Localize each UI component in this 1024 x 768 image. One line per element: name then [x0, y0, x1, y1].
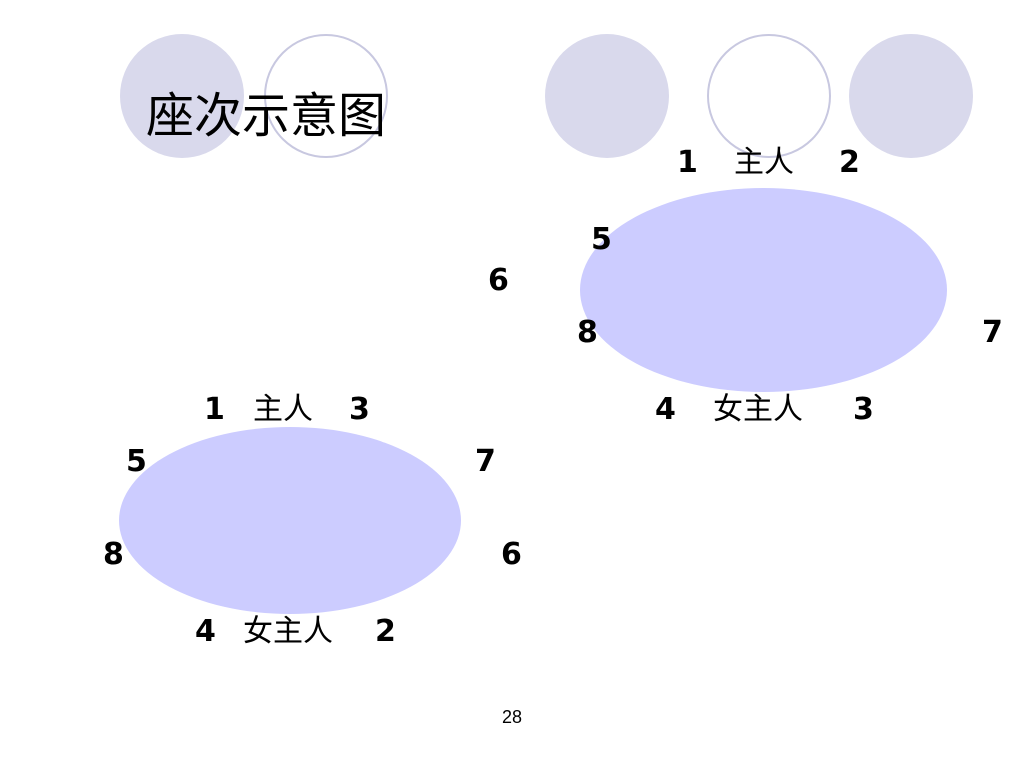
seat-a-3: 3	[853, 392, 874, 427]
seat-a-5: 5	[591, 222, 612, 257]
table-b	[119, 427, 461, 614]
decor-circle-filled	[849, 34, 973, 158]
seat-b-1: 1	[204, 392, 225, 427]
seat-b-host: 主人	[253, 392, 313, 427]
seat-a-hostess: 女主人	[713, 392, 803, 427]
seat-a-4: 4	[655, 392, 676, 427]
slide-title: 座次示意图	[146, 88, 387, 144]
decor-circle-filled	[120, 34, 244, 158]
seat-b-8: 8	[103, 537, 124, 572]
seat-a-6: 6	[488, 263, 509, 298]
seat-b-5: 5	[126, 444, 147, 479]
seat-b-hostess: 女主人	[243, 614, 333, 649]
seat-a-8: 8	[577, 315, 598, 350]
decor-circle-outline	[264, 34, 388, 158]
seat-b-3: 3	[349, 392, 370, 427]
page-number: 28	[501, 707, 523, 727]
seat-a-1: 1	[677, 145, 698, 180]
decor-circle-outline	[707, 34, 831, 158]
seat-a-2: 2	[839, 145, 860, 180]
seat-a-host: 主人	[734, 145, 794, 180]
seat-b-7: 7	[475, 444, 496, 479]
seat-a-7: 7	[982, 315, 1003, 350]
decor-circle-filled	[545, 34, 669, 158]
seat-b-4: 4	[195, 614, 216, 649]
table-a	[580, 188, 947, 392]
seat-b-2: 2	[375, 614, 396, 649]
seat-b-6: 6	[501, 537, 522, 572]
